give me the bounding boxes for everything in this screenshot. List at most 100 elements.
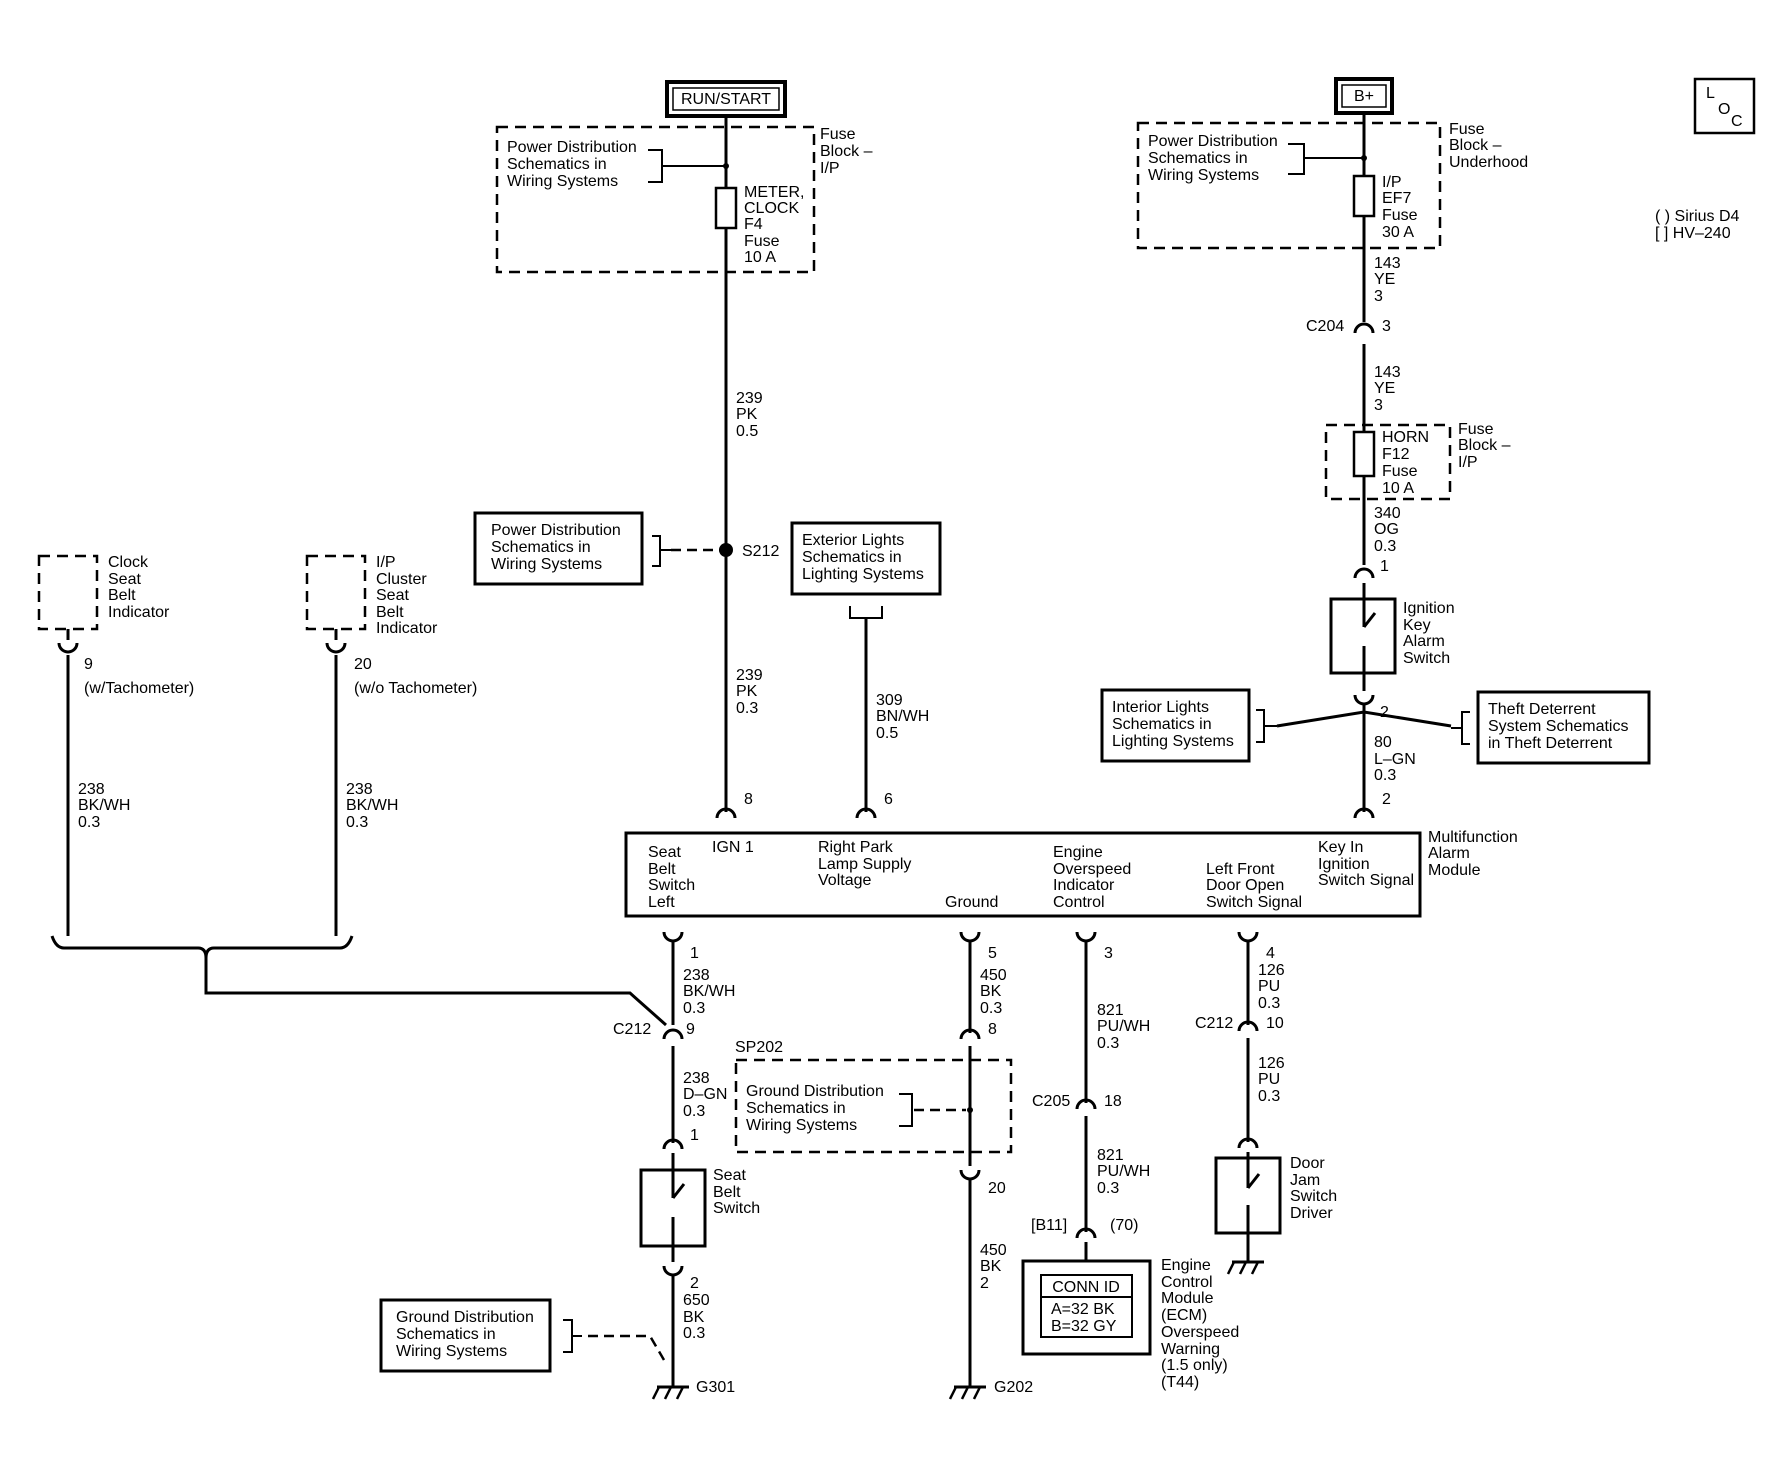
wire-650: 650 BK 0.3 <box>683 1292 710 1342</box>
pin-seat-sw-1: 1 <box>690 1127 699 1144</box>
label-wo-tach: (w/o Tachometer) <box>354 680 477 697</box>
svg-text:Wiring Systems: Wiring Systems <box>491 556 602 573</box>
svg-text:Indicator: Indicator <box>108 604 170 621</box>
pin-seat-sw-2: 2 <box>690 1275 699 1292</box>
svg-text:309: 309 <box>876 692 903 709</box>
svg-text:Interior Lights: Interior Lights <box>1112 699 1209 716</box>
svg-text:YE: YE <box>1374 271 1395 288</box>
pin-c212-10: 10 <box>1266 1015 1284 1032</box>
svg-text:239: 239 <box>736 390 763 407</box>
svg-text:80: 80 <box>1374 734 1392 751</box>
pin-c204-3: 3 <box>1382 318 1391 335</box>
pin-ground-5: 5 <box>988 945 997 962</box>
svg-text:Ignition: Ignition <box>1318 856 1370 873</box>
svg-text:30 A: 30 A <box>1382 224 1414 241</box>
module-pin-right-park: Right Park Lamp Supply Voltage <box>818 839 911 889</box>
connector-sp202: SP202 <box>735 1039 783 1056</box>
seat-belt-switch: Seat Belt Switch <box>639 1153 760 1262</box>
pin-ip-20: 20 <box>354 656 372 673</box>
svg-text:PU: PU <box>1258 978 1280 995</box>
svg-text:BK/WH: BK/WH <box>78 797 130 814</box>
legend: ( ) Sirius D4 [ ] HV–240 <box>1655 208 1740 242</box>
door-jam-ground-symbol <box>1226 1260 1266 1276</box>
svg-text:0.3: 0.3 <box>1374 538 1396 555</box>
svg-text:in Theft Deterrent: in Theft Deterrent <box>1488 735 1613 752</box>
svg-text:Switch: Switch <box>1403 650 1450 667</box>
svg-text:Schematics in: Schematics in <box>1148 150 1248 167</box>
pin-sp202-20: 20 <box>988 1180 1006 1197</box>
svg-text:(1.5 only): (1.5 only) <box>1161 1357 1228 1374</box>
svg-text:Schematics in: Schematics in <box>802 549 902 566</box>
svg-text:Fuse: Fuse <box>744 233 780 250</box>
svg-text:Block –: Block – <box>820 143 873 160</box>
pin-park-6: 6 <box>884 791 893 808</box>
pin-key-in-2: 2 <box>1382 791 1391 808</box>
svg-text:Wiring Systems: Wiring Systems <box>1148 167 1259 184</box>
svg-text:Switch: Switch <box>1290 1188 1337 1205</box>
svg-text:Switch Signal: Switch Signal <box>1206 894 1302 911</box>
svg-text:BK/WH: BK/WH <box>346 797 398 814</box>
svg-text:239: 239 <box>736 667 763 684</box>
svg-text:Theft Deterrent: Theft Deterrent <box>1488 701 1596 718</box>
module-pin-ign1: IGN 1 <box>712 839 754 856</box>
svg-text:Wiring Systems: Wiring Systems <box>396 1343 507 1360</box>
ip-cluster-seat-belt-indicator: I/P Cluster Seat Belt Indicator <box>305 554 438 654</box>
svg-text:Indicator: Indicator <box>376 620 438 637</box>
svg-text:Door: Door <box>1290 1155 1325 1172</box>
svg-text:Key In: Key In <box>1318 839 1363 856</box>
svg-text:Belt: Belt <box>648 861 676 878</box>
run-start-power-label: RUN/START <box>665 80 787 118</box>
svg-text:340: 340 <box>1374 505 1401 522</box>
svg-text:238: 238 <box>683 1070 710 1087</box>
module-pin-left-front-door: Left Front Door Open Switch Signal <box>1206 861 1302 911</box>
svg-text:Schematics in: Schematics in <box>507 156 607 173</box>
svg-text:PK: PK <box>736 683 758 700</box>
svg-text:BK: BK <box>683 1309 705 1326</box>
svg-text:(T44): (T44) <box>1161 1374 1199 1391</box>
pd-ref-s212: Power Distribution Schematics in Wiring … <box>473 511 672 586</box>
svg-text:L–GN: L–GN <box>1374 751 1416 768</box>
fuse-block-ip2-label: Fuse Block – I/P <box>1458 421 1511 471</box>
svg-text:I/P: I/P <box>1458 454 1478 471</box>
svg-text:0.3: 0.3 <box>1258 1088 1280 1105</box>
pin-ign-sw-2: 2 <box>1380 704 1389 721</box>
b-plus-text: B+ <box>1354 88 1374 105</box>
ground-ref-sp202: Ground Distribution Schematics in Wiring… <box>746 1083 973 1134</box>
svg-text:METER,: METER, <box>744 184 804 201</box>
svg-text:Power Distribution: Power Distribution <box>491 522 621 539</box>
svg-text:Fuse: Fuse <box>1458 421 1494 438</box>
wire-450-a: 450 BK 0.3 <box>980 967 1007 1017</box>
svg-text:Switch: Switch <box>648 877 695 894</box>
theft-deterrent-ref: Theft Deterrent System Schematics in The… <box>1451 690 1651 765</box>
fuse-horn: HORN F12 Fuse 10 A <box>1352 429 1429 497</box>
svg-text:Key: Key <box>1403 617 1431 634</box>
svg-text:Ground Distribution: Ground Distribution <box>396 1309 534 1326</box>
svg-text:Module: Module <box>1161 1290 1214 1307</box>
wire-238-mid: 238 BK/WH 0.3 <box>346 781 398 831</box>
svg-text:Fuse: Fuse <box>1449 121 1485 138</box>
svg-text:BN/WH: BN/WH <box>876 708 929 725</box>
svg-text:PK: PK <box>736 406 758 423</box>
fuse-ip-ef7: I/P EF7 Fuse 30 A <box>1352 174 1418 241</box>
connector-c204: C204 <box>1306 318 1344 335</box>
svg-text:F12: F12 <box>1382 446 1410 463</box>
svg-text:Alarm: Alarm <box>1403 633 1445 650</box>
fuse-block-underhood-label: Fuse Block – Underhood <box>1449 121 1528 171</box>
connector-g202: G202 <box>994 1379 1033 1396</box>
svg-text:650: 650 <box>683 1292 710 1309</box>
svg-text:Voltage: Voltage <box>818 872 871 889</box>
pin-clock-9: 9 <box>84 656 93 673</box>
svg-text:450: 450 <box>980 967 1007 984</box>
svg-text:Engine: Engine <box>1161 1257 1211 1274</box>
wire-450-b: 450 BK 2 <box>980 1242 1007 1292</box>
svg-text:Jam: Jam <box>1290 1172 1320 1189</box>
svg-text:System Schematics: System Schematics <box>1488 718 1628 735</box>
option-brace <box>50 935 354 959</box>
svg-text:Schematics in: Schematics in <box>396 1326 496 1343</box>
svg-text:143: 143 <box>1374 255 1401 272</box>
run-start-text: RUN/START <box>681 91 771 108</box>
svg-text:Seat: Seat <box>713 1167 746 1184</box>
svg-text:Driver: Driver <box>1290 1205 1333 1222</box>
wire-238-dgn: 238 D–GN 0.3 <box>683 1070 727 1120</box>
svg-text:I/P: I/P <box>1382 174 1402 191</box>
